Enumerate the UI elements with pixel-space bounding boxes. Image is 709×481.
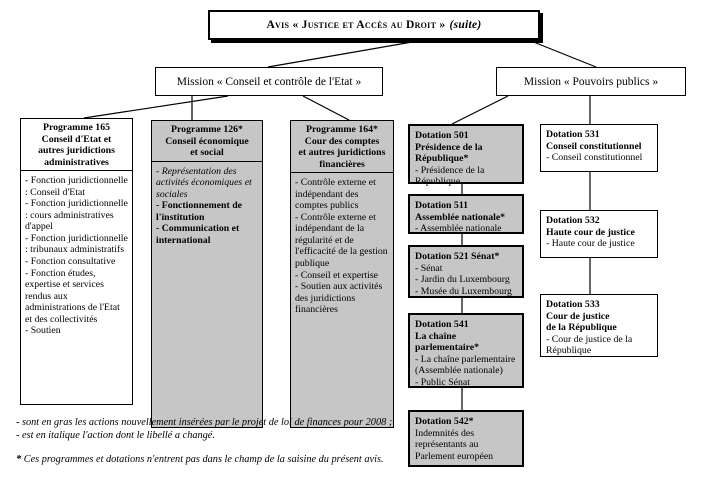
header-line: Programme 165 bbox=[42, 122, 110, 133]
header-line: Présidence de la bbox=[415, 141, 483, 153]
header-line: administratives bbox=[44, 156, 109, 168]
header-line: République* bbox=[415, 153, 469, 165]
header-line: financières bbox=[319, 158, 365, 170]
footnote-italic-legend: - est en italique l'action dont le libel… bbox=[16, 429, 215, 441]
header-line: autres juridictions bbox=[38, 145, 115, 157]
dotation-501-content: Dotation 501 Présidence de la République… bbox=[410, 126, 522, 191]
dotation-531-box: Dotation 531 Conseil constitutionnel - C… bbox=[540, 124, 658, 172]
mission-conseil-controle-etat: Mission « Conseil et contrôle de l'Etat … bbox=[155, 67, 383, 96]
dotation-521-content: Dotation 521 Sénat* - Sénat - Jardin du … bbox=[410, 247, 522, 300]
dotation-532-box: Dotation 532 Haute cour de justice - Hau… bbox=[540, 210, 658, 258]
action-item: - Fonction études, expertise et services… bbox=[25, 267, 120, 325]
header-line: Dotation 531 bbox=[546, 129, 600, 140]
dotation-542-content: Dotation 542* Indemnités des représentan… bbox=[410, 412, 522, 465]
programme-164-header: Programme 164* Cour des comptes et autre… bbox=[291, 121, 393, 174]
dotation-item: - Haute cour de justice bbox=[546, 238, 635, 250]
header-line: Haute cour de justice bbox=[546, 226, 635, 238]
header-line: de la République bbox=[546, 322, 617, 334]
dotation-511-box: Dotation 511 Assemblée nationale* - Asse… bbox=[408, 194, 524, 234]
dotation-item: - Cour de justice de la République bbox=[546, 333, 633, 357]
dotation-item: - Assemblée nationale bbox=[415, 223, 502, 235]
header-line: Dotation 542* bbox=[415, 416, 474, 427]
footnote-asterisk-text: Ces programmes et dotations n'entrent pa… bbox=[23, 453, 384, 465]
header-line: Conseil d'Etat et bbox=[41, 133, 112, 145]
asterisk-marker: * bbox=[16, 453, 22, 465]
header-line: Programme 164* bbox=[306, 124, 378, 135]
dotation-511-content: Dotation 511 Assemblée nationale* - Asse… bbox=[410, 196, 522, 238]
action-item: - Contrôle externe et indépendant de la … bbox=[295, 211, 388, 270]
action-item: - Conseil et expertise bbox=[295, 269, 378, 281]
dotation-541-content: Dotation 541 La chaîne parlementaire* - … bbox=[410, 315, 522, 391]
programme-165-box: Programme 165 Conseil d'Etat et autres j… bbox=[20, 118, 133, 405]
action-item: - Contrôle externe et indépendant des co… bbox=[295, 177, 376, 212]
header-line: Conseil économique bbox=[165, 135, 249, 147]
footnotes: - sont en gras les actions nouvellement … bbox=[16, 417, 446, 467]
action-item: - Fonction juridictionnelle : tribunaux … bbox=[25, 232, 128, 256]
action-item: - Fonction juridictionnelle : Conseil d'… bbox=[25, 175, 128, 198]
header-line: Assemblée nationale* bbox=[415, 211, 506, 223]
action-item-new: - Communication et international bbox=[156, 223, 240, 246]
header-line: Dotation 521 Sénat* bbox=[415, 251, 500, 262]
dotation-501-box: Dotation 501 Présidence de la République… bbox=[408, 124, 524, 187]
header-line: Dotation 501 bbox=[415, 130, 469, 141]
header-line: Dotation 511 bbox=[415, 200, 469, 211]
dotation-item: - Conseil constitutionnel bbox=[546, 152, 643, 164]
dotation-532-content: Dotation 532 Haute cour de justice - Hau… bbox=[541, 211, 657, 253]
dotation-531-content: Dotation 531 Conseil constitutionnel - C… bbox=[541, 125, 657, 167]
dotation-item: - Sénat bbox=[415, 262, 443, 274]
mission-pouvoirs-publics: Mission « Pouvoirs publics » bbox=[496, 67, 686, 96]
header-line: Conseil constitutionnel bbox=[546, 140, 642, 152]
dotation-533-content: Dotation 533 Cour de justice de la Répub… bbox=[541, 295, 657, 360]
programme-165-actions: - Fonction juridictionnelle : Conseil d'… bbox=[21, 171, 132, 341]
dotation-542-box: Dotation 542* Indemnités des représentan… bbox=[408, 410, 524, 467]
header-line: Cour des comptes bbox=[304, 135, 380, 147]
action-item: - Soutien bbox=[25, 325, 61, 337]
diagram-title-text: Avis « Justice et Accès au Droit » bbox=[266, 19, 446, 31]
header-line: Dotation 533 bbox=[546, 299, 600, 310]
action-item-new: - Fonctionnement de l'institution bbox=[156, 200, 242, 223]
header-line: et social bbox=[190, 147, 224, 159]
header-line: et autres juridictions bbox=[298, 147, 386, 159]
action-item-renamed: - Représentation des activités économiqu… bbox=[156, 165, 252, 200]
header-line: parlementaire* bbox=[415, 342, 480, 354]
dotation-item: - Jardin du Luxembourg bbox=[415, 274, 510, 286]
mission-label: Mission « Pouvoirs publics » bbox=[523, 75, 659, 88]
programme-165-header: Programme 165 Conseil d'Etat et autres j… bbox=[21, 119, 132, 172]
diagram-title: Avis « Justice et Accès au Droit » (suit… bbox=[208, 10, 540, 40]
footnote-bold-legend: - sont en gras les actions nouvellement … bbox=[16, 417, 393, 428]
header-line: Cour de justice bbox=[546, 310, 610, 322]
action-item: - Fonction consultative bbox=[25, 256, 116, 268]
header-line: Dotation 541 bbox=[415, 319, 469, 330]
dotation-item: - Présidence de la République bbox=[415, 164, 485, 188]
programme-164-actions: - Contrôle externe et indépendant des co… bbox=[291, 173, 393, 320]
dotation-521-box: Dotation 521 Sénat* - Sénat - Jardin du … bbox=[408, 245, 524, 298]
programme-164-box: Programme 164* Cour des comptes et autre… bbox=[290, 120, 394, 428]
mission-label: Mission « Conseil et contrôle de l'Etat … bbox=[176, 75, 362, 88]
dotation-item: Indemnités des représentants au Parlemen… bbox=[415, 427, 494, 462]
programme-126-header: Programme 126* Conseil économique et soc… bbox=[152, 121, 262, 162]
action-item: - Soutien aux activités des juridictions… bbox=[295, 281, 383, 316]
footnote-asterisk: * Ces programmes et dotations n'entrent … bbox=[16, 454, 446, 467]
dotation-item: - Musée du Luxembourg bbox=[415, 285, 512, 297]
dotation-541-box: Dotation 541 La chaîne parlementaire* - … bbox=[408, 313, 524, 388]
programme-126-box: Programme 126* Conseil économique et soc… bbox=[151, 120, 263, 428]
dotation-item: - La chaîne parlementaire (Assemblée nat… bbox=[415, 353, 516, 377]
header-line: Dotation 532 bbox=[546, 215, 600, 226]
header-line: Programme 126* bbox=[171, 124, 243, 135]
dotation-533-box: Dotation 533 Cour de justice de la Répub… bbox=[540, 294, 658, 357]
programme-126-actions: - Représentation des activités économiqu… bbox=[152, 162, 262, 251]
diagram-title-suite: (suite) bbox=[449, 19, 482, 31]
header-line: La chaîne bbox=[415, 330, 457, 342]
dotation-item: - Public Sénat bbox=[415, 376, 470, 388]
action-item: - Fonction juridictionnelle : cours admi… bbox=[25, 198, 128, 233]
